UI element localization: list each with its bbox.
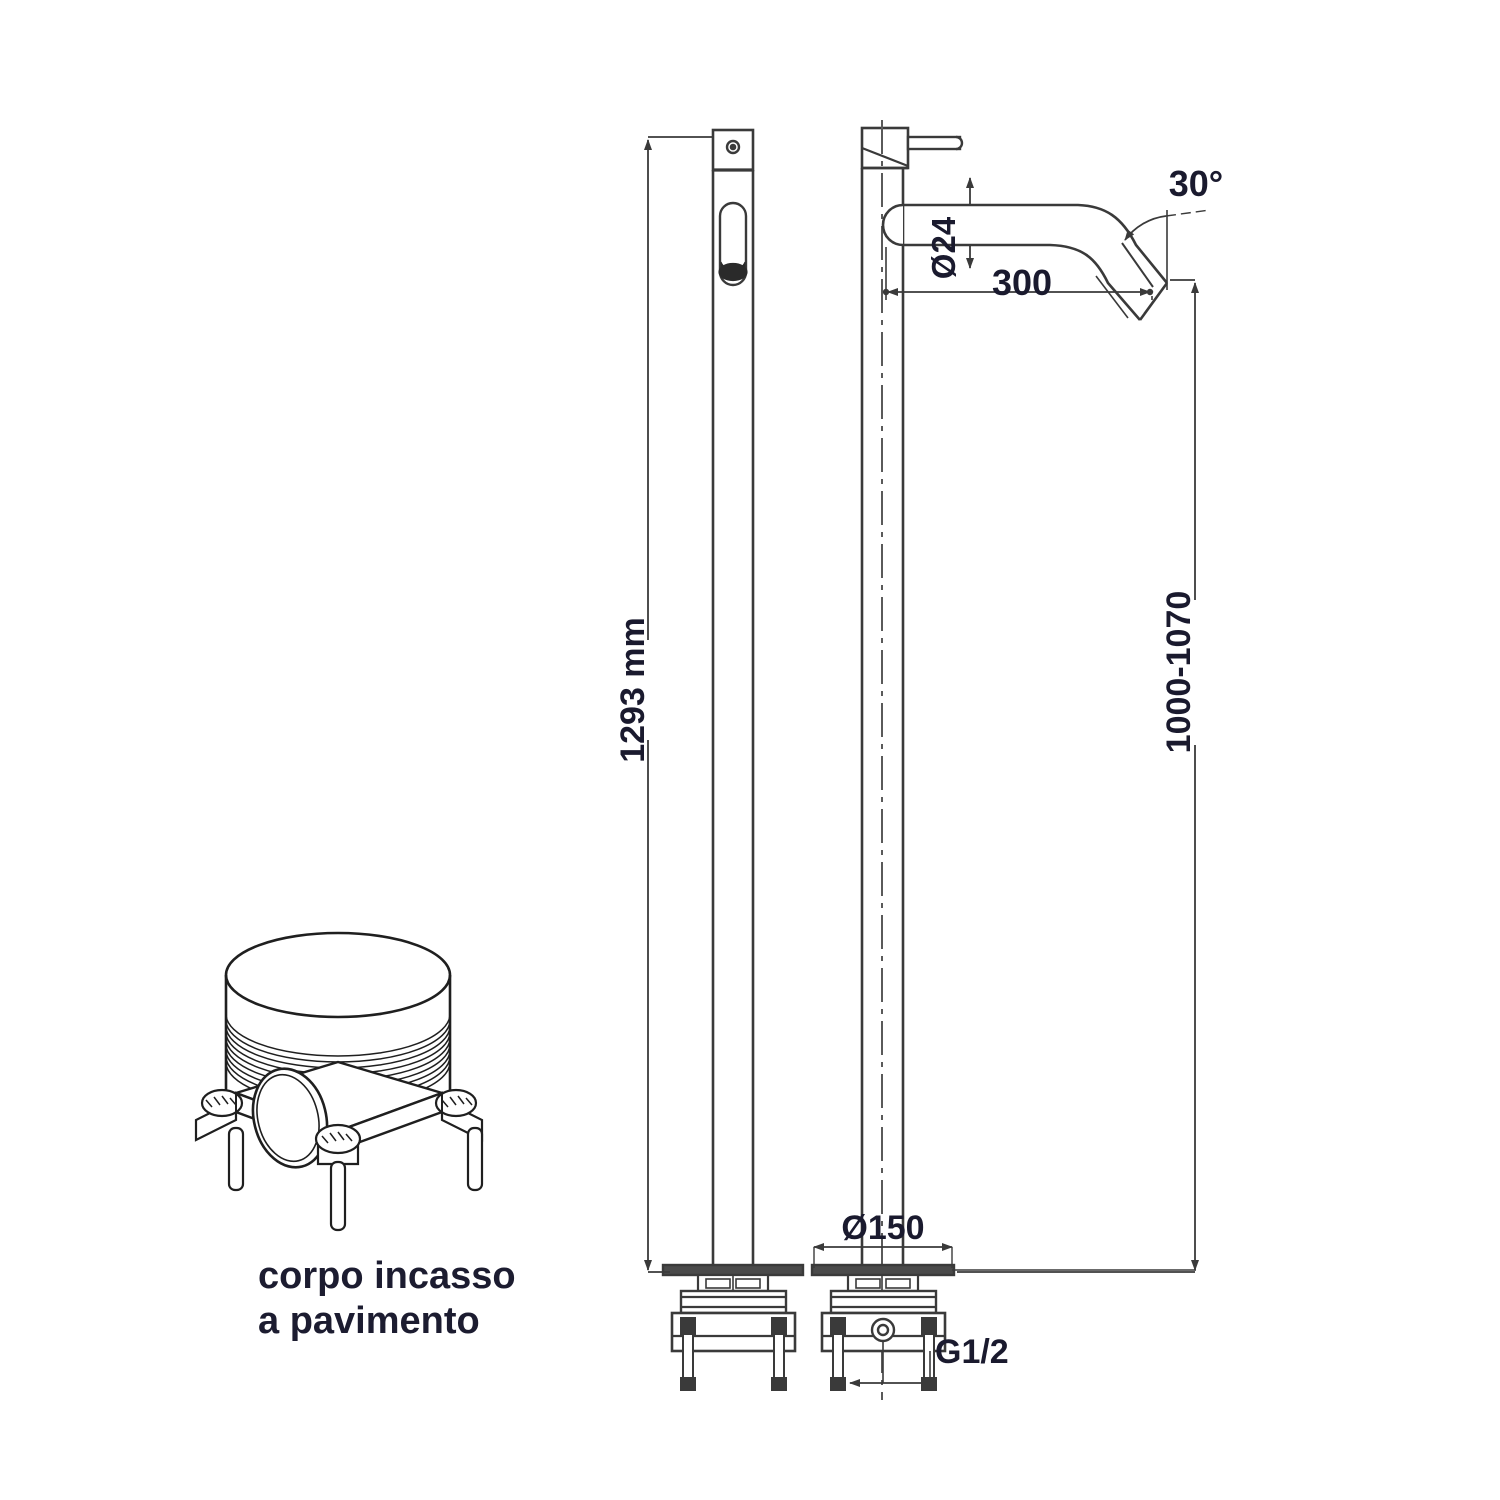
dimension-spout-reach — [882, 247, 1154, 300]
caption-embedded-body-line1: corpo incasso — [258, 1255, 516, 1297]
anchor-leg-left — [194, 1088, 245, 1192]
dimension-total-height — [644, 136, 714, 1273]
anchor-leg-right — [434, 1088, 484, 1192]
rough-in-body-isometric — [194, 931, 484, 1232]
indicator-slot — [718, 201, 748, 287]
anchor-leg-front — [314, 1123, 362, 1232]
dimension-total-height-label: 1293 mm — [614, 617, 652, 763]
dimension-spout-height-label: 1000-1070 — [1160, 591, 1198, 754]
label-inlet-thread: G1/2 — [935, 1333, 1009, 1371]
dimension-spout-diameter-label: Ø24 — [925, 216, 962, 279]
dimension-spout-angle-label: 30° — [1169, 163, 1223, 204]
column-base-escutcheon — [661, 1263, 805, 1293]
dimension-spout-height — [957, 279, 1199, 1273]
spout-column-shaft — [860, 168, 905, 1268]
caption-embedded-body-line2: a pavimento — [258, 1300, 480, 1342]
lever-arm — [906, 135, 964, 151]
column-shaft — [711, 170, 755, 1272]
control-column-view — [661, 128, 805, 1391]
cylinder-top-face — [224, 931, 452, 1019]
column-top-cap — [711, 128, 755, 172]
dimension-flange-diameter — [813, 1243, 1196, 1271]
dimension-spout-diameter — [905, 177, 1000, 269]
dimension-flange-diameter-label: Ø150 — [841, 1209, 924, 1247]
bracket-rear-detail — [235, 1093, 443, 1112]
dimension-spout-angle — [1124, 209, 1211, 290]
column-anchor-bolts — [680, 1317, 787, 1391]
spout-tube — [881, 203, 1169, 321]
lever-handle-block — [860, 126, 910, 170]
dimension-spout-reach-label: 300 — [992, 262, 1052, 303]
access-plug-disc — [251, 1067, 329, 1169]
leader-inlet-thread — [849, 1341, 936, 1387]
spout-base-escutcheon — [810, 1263, 956, 1293]
spout-column-view — [810, 120, 1169, 1400]
